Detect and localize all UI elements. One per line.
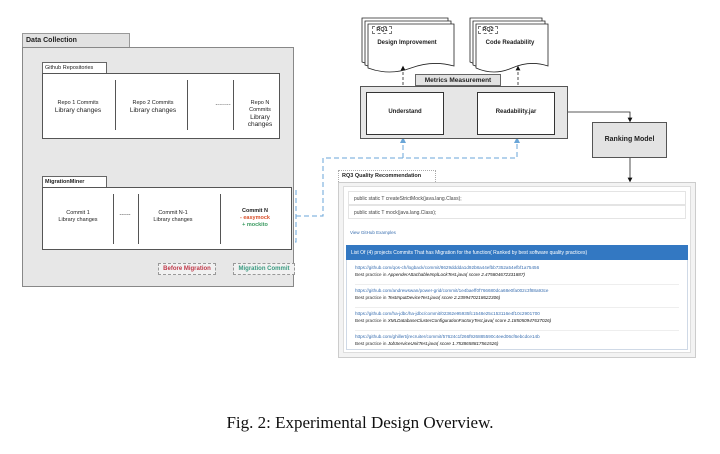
commit-1-doc: Commit 1 Library changes — [58, 210, 98, 223]
repo-1-doc: Repo 1 Commits Library changes — [54, 100, 102, 114]
metrics-to-ranking-arrow — [568, 111, 633, 123]
ranking-model: Ranking Model — [592, 122, 667, 158]
before-migration-label: Before Migration — [158, 263, 216, 275]
result-file: TextInputDeviceTest.java( score 2.239947… — [387, 295, 501, 300]
rq3-title: RQ3 Quality Recommendation — [338, 170, 436, 182]
result-url[interactable]: https://github.com/andrewswan/power-grid… — [355, 288, 549, 293]
rq1-title: Design Improvement — [377, 40, 437, 46]
separator — [115, 80, 116, 130]
best-practice-prefix: Best practice in — [355, 341, 387, 346]
rq2-tag: RQ2 — [478, 26, 498, 34]
commit-ellipsis: ------ — [119, 212, 131, 218]
results-list: https://github.com/qos-ch/logback/commit… — [346, 260, 688, 350]
metrics-measurement-title: Metrics Measurement — [415, 74, 501, 86]
commit-n-1-doc: Commit N-1 Library changes — [153, 210, 193, 223]
migration-to-metrics-connector — [296, 137, 520, 217]
rq2-doc-shape — [475, 23, 549, 73]
figure-caption: Fig. 2: Experimental Design Overview. — [226, 413, 494, 432]
best-practice-prefix: Best practice in — [355, 318, 387, 323]
migrationminer-title: MigrationMiner — [42, 176, 107, 187]
rq1-doc-shape — [367, 23, 455, 73]
best-practice-prefix: Best practice in — [355, 272, 387, 277]
result-file: JobServiceUnitTest.java( score 1.7538658… — [387, 341, 499, 346]
result-item: https://github.com/andrewswan/power-grid… — [355, 287, 679, 308]
results-list-header: List Of (4) projects Commits That has Mi… — [346, 245, 688, 260]
separator — [220, 194, 221, 244]
separator — [233, 80, 234, 130]
rq2-title: Code Readability — [485, 40, 535, 46]
result-url[interactable]: https://github.com/ghillert/jrecruiter/c… — [355, 334, 540, 339]
signature-row: public static T createStrictMock(java.la… — [348, 191, 686, 205]
data-collection-title: Data Collection — [22, 33, 130, 47]
repo-n-doc: Repo N Commits Library changes — [247, 100, 273, 128]
best-practice-prefix: Best practice in — [355, 295, 387, 300]
result-url[interactable]: https://github.com/ha-jdbc/ha-jdbc/commi… — [355, 311, 540, 316]
rq1-tag: RQ1 — [372, 26, 392, 34]
rq3-screenshot: public static T createStrictMock(java.la… — [343, 186, 691, 353]
separator — [138, 194, 139, 244]
migrationminer-panel: Commit 1 Library changes ------ Commit N… — [42, 187, 292, 250]
github-repositories-panel: Repo 1 Commits Library changes Repo 2 Co… — [42, 73, 280, 139]
result-file: AppenderAttachableImplLockTest.java( sco… — [387, 272, 525, 277]
migration-commit-label: Migration Commit — [233, 263, 295, 275]
result-item: https://github.com/ha-jdbc/ha-jdbc/commi… — [355, 310, 679, 331]
metrics-measurement-panel: Understand Readability.jar — [360, 86, 568, 139]
view-github-examples-link[interactable]: View GitHub Examples — [350, 230, 396, 235]
github-repositories-title: Github Repositories — [42, 62, 107, 73]
result-item: https://github.com/ghillert/jrecruiter/c… — [355, 333, 679, 353]
repo-2-doc: Repo 2 Commits Library changes — [129, 100, 177, 114]
readability-jar-tool: Readability.jar — [477, 92, 555, 135]
rq3-panel: public static T createStrictMock(java.la… — [338, 182, 696, 358]
understand-tool: Understand — [366, 92, 444, 135]
separator — [187, 80, 188, 130]
separator — [113, 194, 114, 244]
result-url[interactable]: https://github.com/qos-ch/logback/commit… — [355, 265, 540, 270]
commit-n-doc: Commit N - easymock + mockito — [240, 208, 270, 228]
result-file: XMLDatabaseClusterConfigurationFactoryTe… — [387, 318, 552, 323]
signature-row: public static T mock(java.lang.Class); — [348, 205, 686, 219]
result-item: https://github.com/qos-ch/logback/commit… — [355, 264, 679, 285]
repo-ellipsis: ........ — [215, 100, 231, 107]
